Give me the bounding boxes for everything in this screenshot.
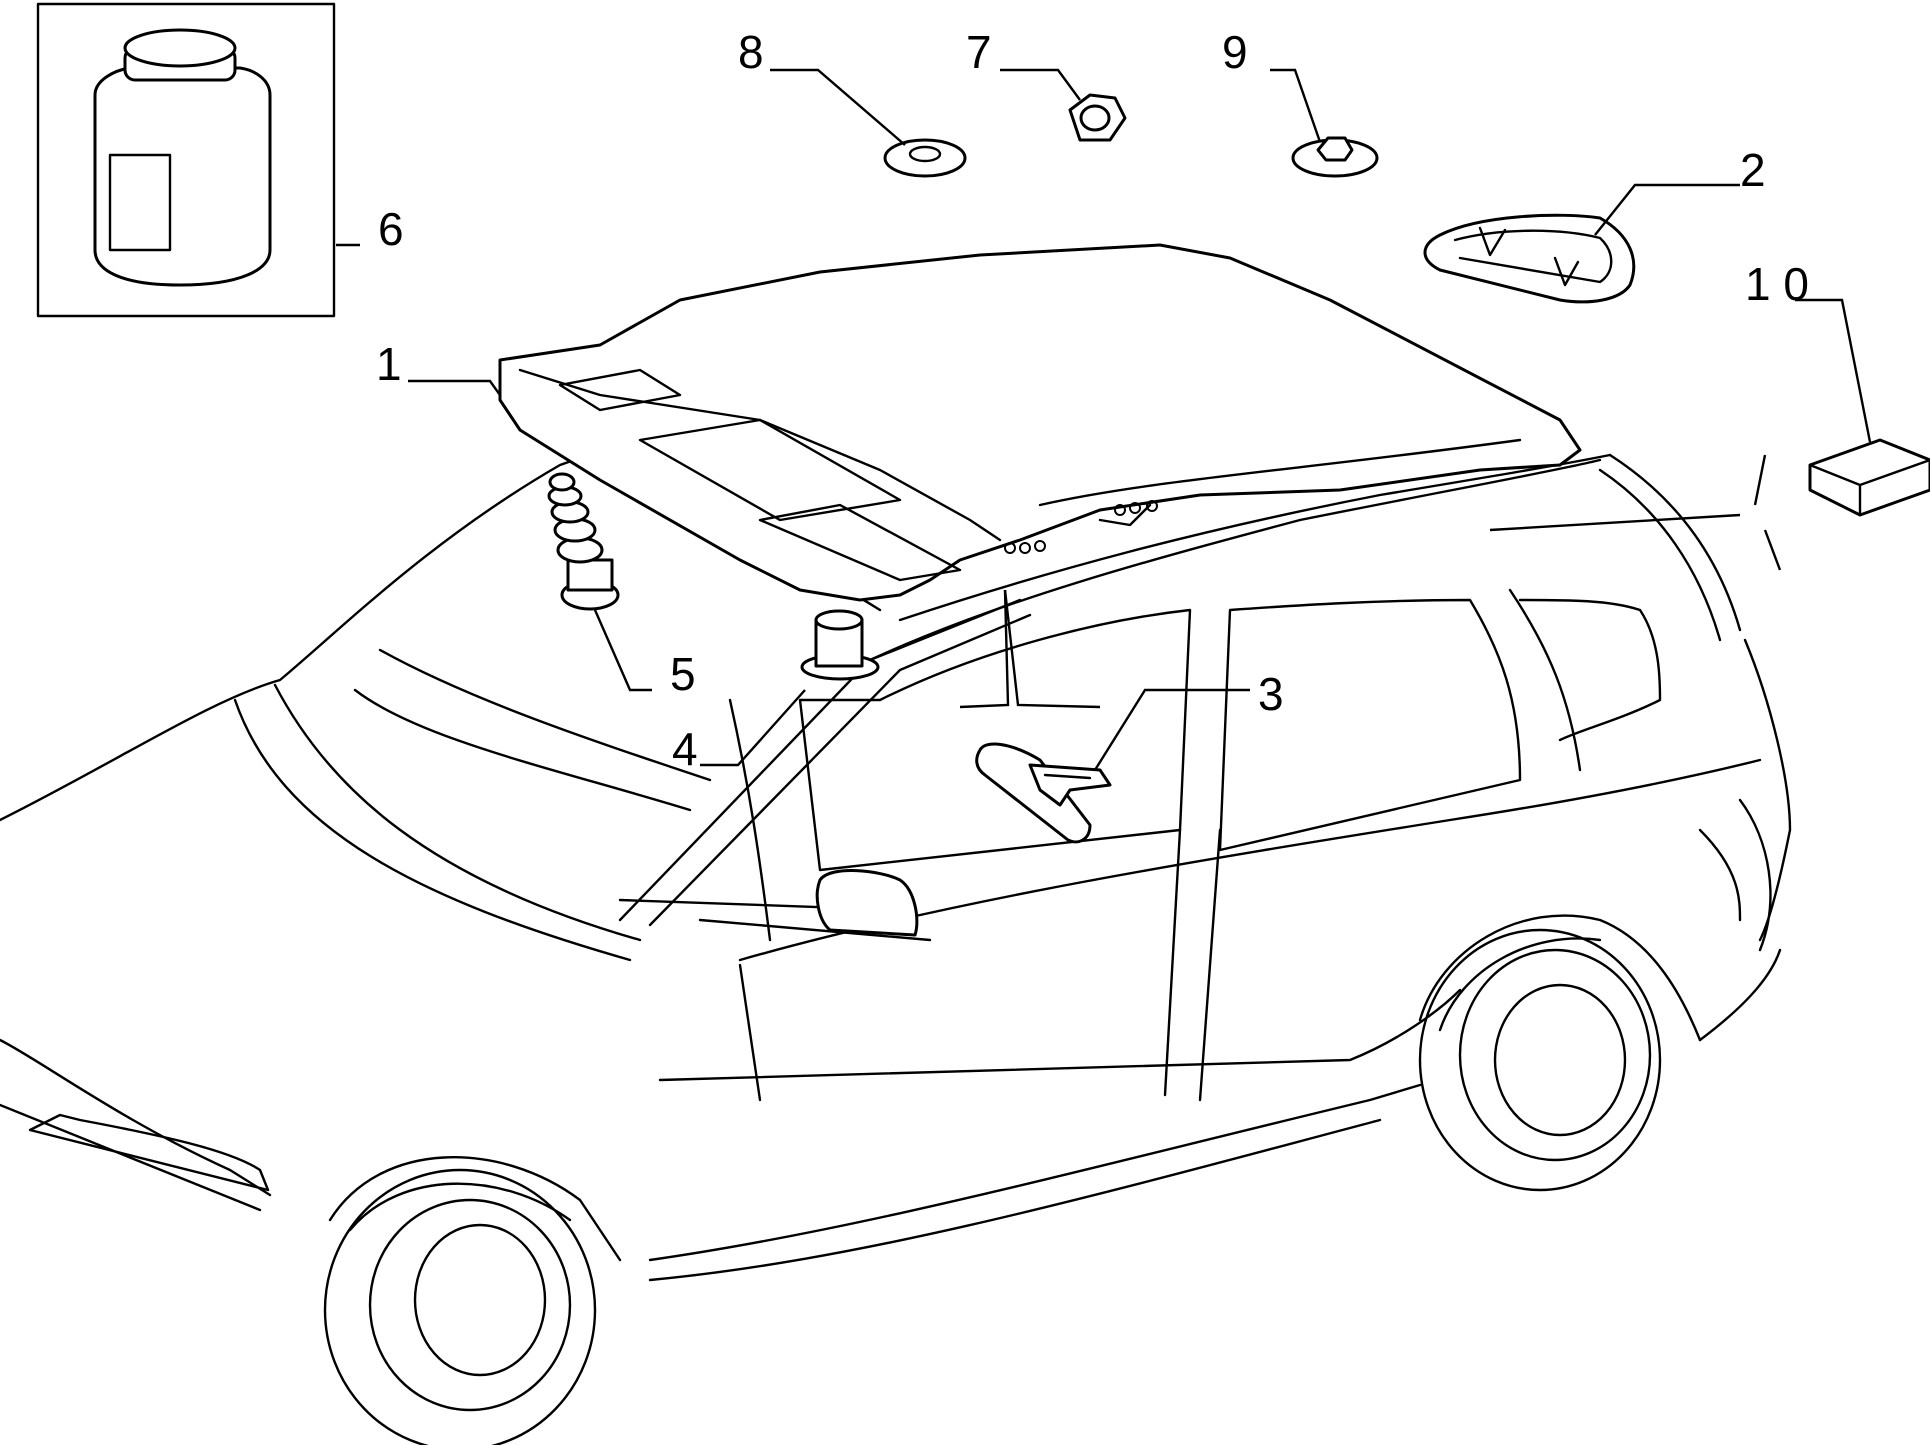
bushing-part (800, 609, 880, 681)
callout-2: 2 (1740, 144, 1766, 196)
callout-6: 6 (378, 203, 404, 255)
visor-support-part (1423, 213, 1636, 304)
callout-labels: 1 2 3 4 5 6 7 8 9 1 0 (376, 26, 1809, 775)
callout-5: 5 (670, 648, 696, 700)
clip-nut-part (1291, 136, 1379, 178)
callout-8: 8 (738, 26, 764, 78)
clip-part (975, 742, 1112, 844)
callout-9: 9 (1222, 26, 1248, 78)
callout-4: 4 (672, 723, 698, 775)
headliner-part (498, 243, 1582, 602)
bottle-part (36, 2, 336, 318)
stud-part (547, 472, 620, 611)
callout-1: 1 (376, 338, 402, 390)
leader-lines (336, 68, 1872, 771)
nut-part (1068, 93, 1127, 142)
callout-7: 7 (966, 26, 992, 78)
pad-part (1808, 438, 1930, 517)
grommet-part (883, 138, 967, 178)
callout-3: 3 (1258, 668, 1284, 720)
callout-10: 1 0 (1745, 258, 1809, 310)
